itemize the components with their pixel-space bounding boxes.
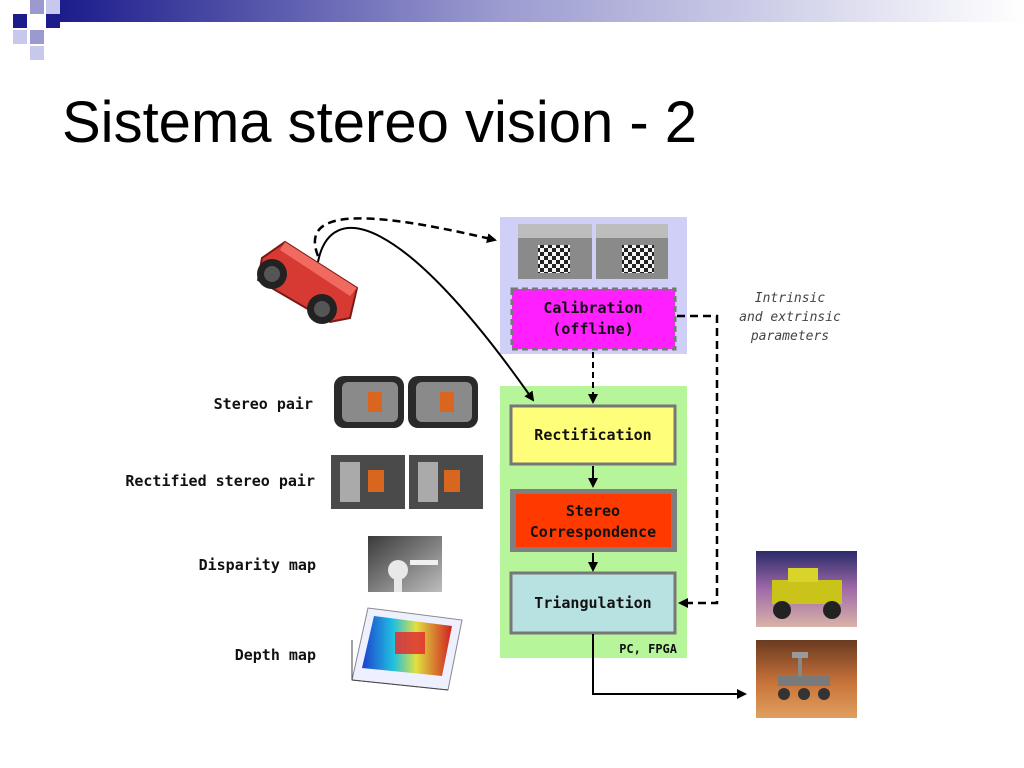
stereo-camera <box>256 240 359 324</box>
stereo-pair-image-right <box>408 376 478 428</box>
stereo-label-line1: Stereo <box>566 502 620 520</box>
calibration-label: Calibration <box>543 299 642 317</box>
stereo-pair-image-left <box>334 376 404 428</box>
label-depth-map: Depth map <box>235 646 316 664</box>
depth-map-image <box>351 607 463 691</box>
label-rectified-pair: Rectified stereo pair <box>125 472 315 490</box>
label-stereo-pair: Stereo pair <box>214 395 313 413</box>
arrow-params-to-triangulation <box>677 314 719 608</box>
params-line2: and extrinsic <box>739 310 841 325</box>
params-line1: Intrinsic <box>755 291 826 306</box>
triangulation-block: Triangulation <box>509 571 677 635</box>
header-decoration <box>13 0 1024 60</box>
slide-title: Sistema stereo vision - 2 <box>62 90 698 155</box>
arrow-camera-to-rectification <box>317 226 535 402</box>
rectification-label: Rectification <box>534 426 651 444</box>
mars-rover-image <box>756 640 857 718</box>
arrow-camera-to-calibration <box>313 217 497 257</box>
platform-label: PC, FPGA <box>619 642 678 656</box>
stereo-correspondence-block: Stereo Correspondence <box>510 489 677 552</box>
calibration-sublabel: (offline) <box>552 320 633 338</box>
label-disparity-map: Disparity map <box>199 556 316 574</box>
params-line3: parameters <box>750 329 829 344</box>
rectified-pair-image-left <box>331 455 405 509</box>
calibration-image-left <box>518 224 592 279</box>
triangulation-label: Triangulation <box>534 594 651 612</box>
arrow-output <box>592 634 747 699</box>
truck-image <box>756 551 857 627</box>
rectification-block: Rectification <box>509 404 677 466</box>
rectified-pair-image-right <box>409 455 483 509</box>
calibration-block: Calibration (offline) <box>510 287 677 351</box>
calibration-image-right <box>596 224 668 279</box>
disparity-map-image <box>368 536 442 592</box>
stereo-label-line2: Correspondence <box>530 523 656 541</box>
